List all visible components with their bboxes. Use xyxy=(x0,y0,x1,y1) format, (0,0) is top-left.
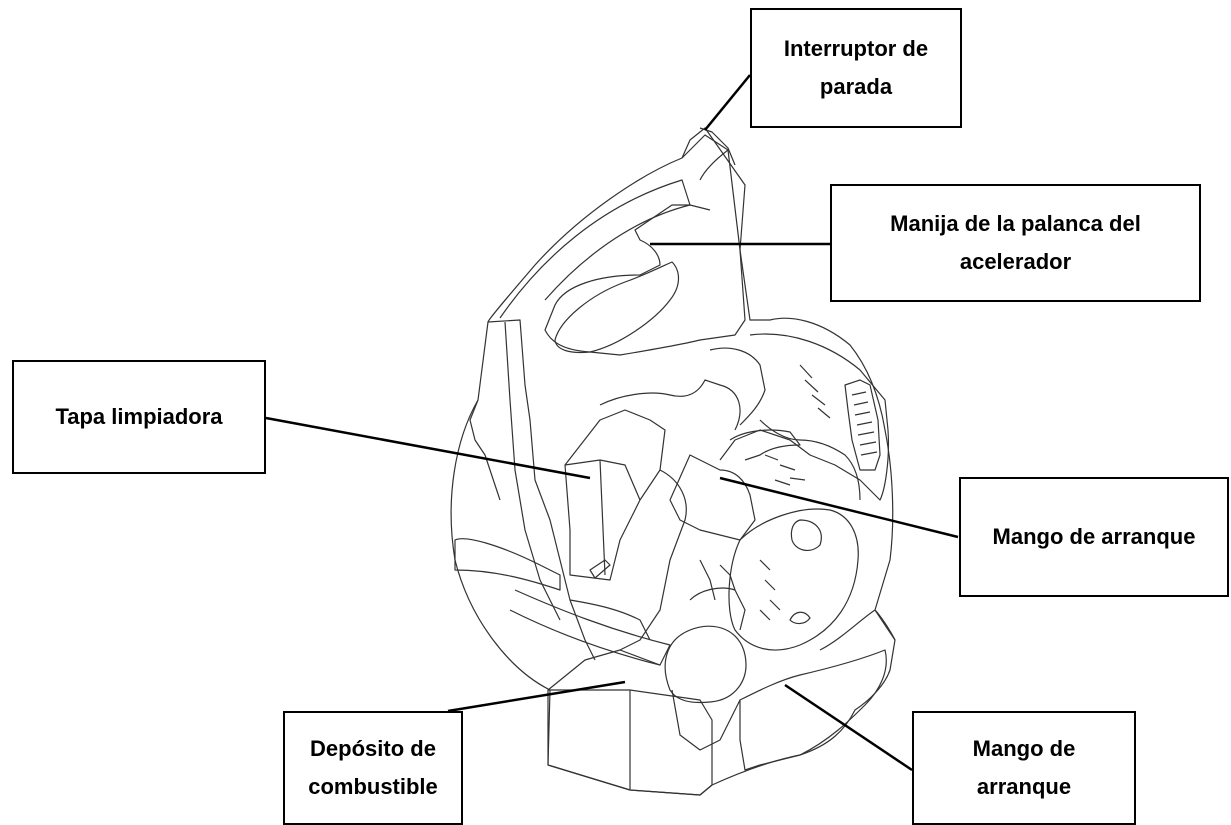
label-line: Interruptor de xyxy=(783,36,929,61)
label-line: combustible xyxy=(308,774,438,799)
leader-starter-handle-bottom xyxy=(784,683,913,772)
fan-housing xyxy=(719,333,890,501)
lower-skirt xyxy=(739,649,887,771)
intake-grille xyxy=(844,379,881,471)
choke-slot xyxy=(589,559,611,579)
leaf-blower-drawing xyxy=(450,127,896,796)
label-line: parada xyxy=(819,74,893,99)
leader-cleaner-cover xyxy=(265,416,591,480)
label-cleaner-cover: Tapa limpiadora xyxy=(12,360,266,474)
label-line: Tapa limpiadora xyxy=(55,404,223,429)
fuel-tank xyxy=(547,689,713,796)
starter-handle-top xyxy=(669,454,756,541)
label-line: Manija de la palanca del xyxy=(890,211,1141,236)
recoil-starter xyxy=(728,508,859,651)
back-strap xyxy=(454,538,561,591)
label-line: Mango de xyxy=(972,736,1076,761)
leader-fuel-tank xyxy=(447,680,626,713)
label-throttle-handle: Manija de la palanca del acelerador xyxy=(830,184,1201,302)
label-starter-handle-bottom: Mango de arranque xyxy=(912,711,1136,825)
label-line: Mango de arranque xyxy=(992,524,1196,549)
leader-lines xyxy=(265,74,959,772)
fuel-bulb xyxy=(664,625,747,704)
label-stop-switch: Interruptor de parada xyxy=(750,8,962,128)
leader-starter-handle-right xyxy=(719,476,959,539)
label-starter-handle-right: Mango de arranque xyxy=(959,477,1229,597)
label-line: arranque xyxy=(976,774,1072,799)
leader-stop-switch xyxy=(704,74,751,131)
handle-inner xyxy=(499,179,691,319)
label-line: Depósito de xyxy=(310,736,436,761)
throttle-lever xyxy=(554,261,680,354)
left-frame xyxy=(487,319,596,661)
label-line: acelerador xyxy=(959,249,1072,274)
label-fuel-tank: Depósito de combustible xyxy=(283,711,463,825)
top-handle xyxy=(544,134,746,356)
engine-block xyxy=(564,409,666,581)
